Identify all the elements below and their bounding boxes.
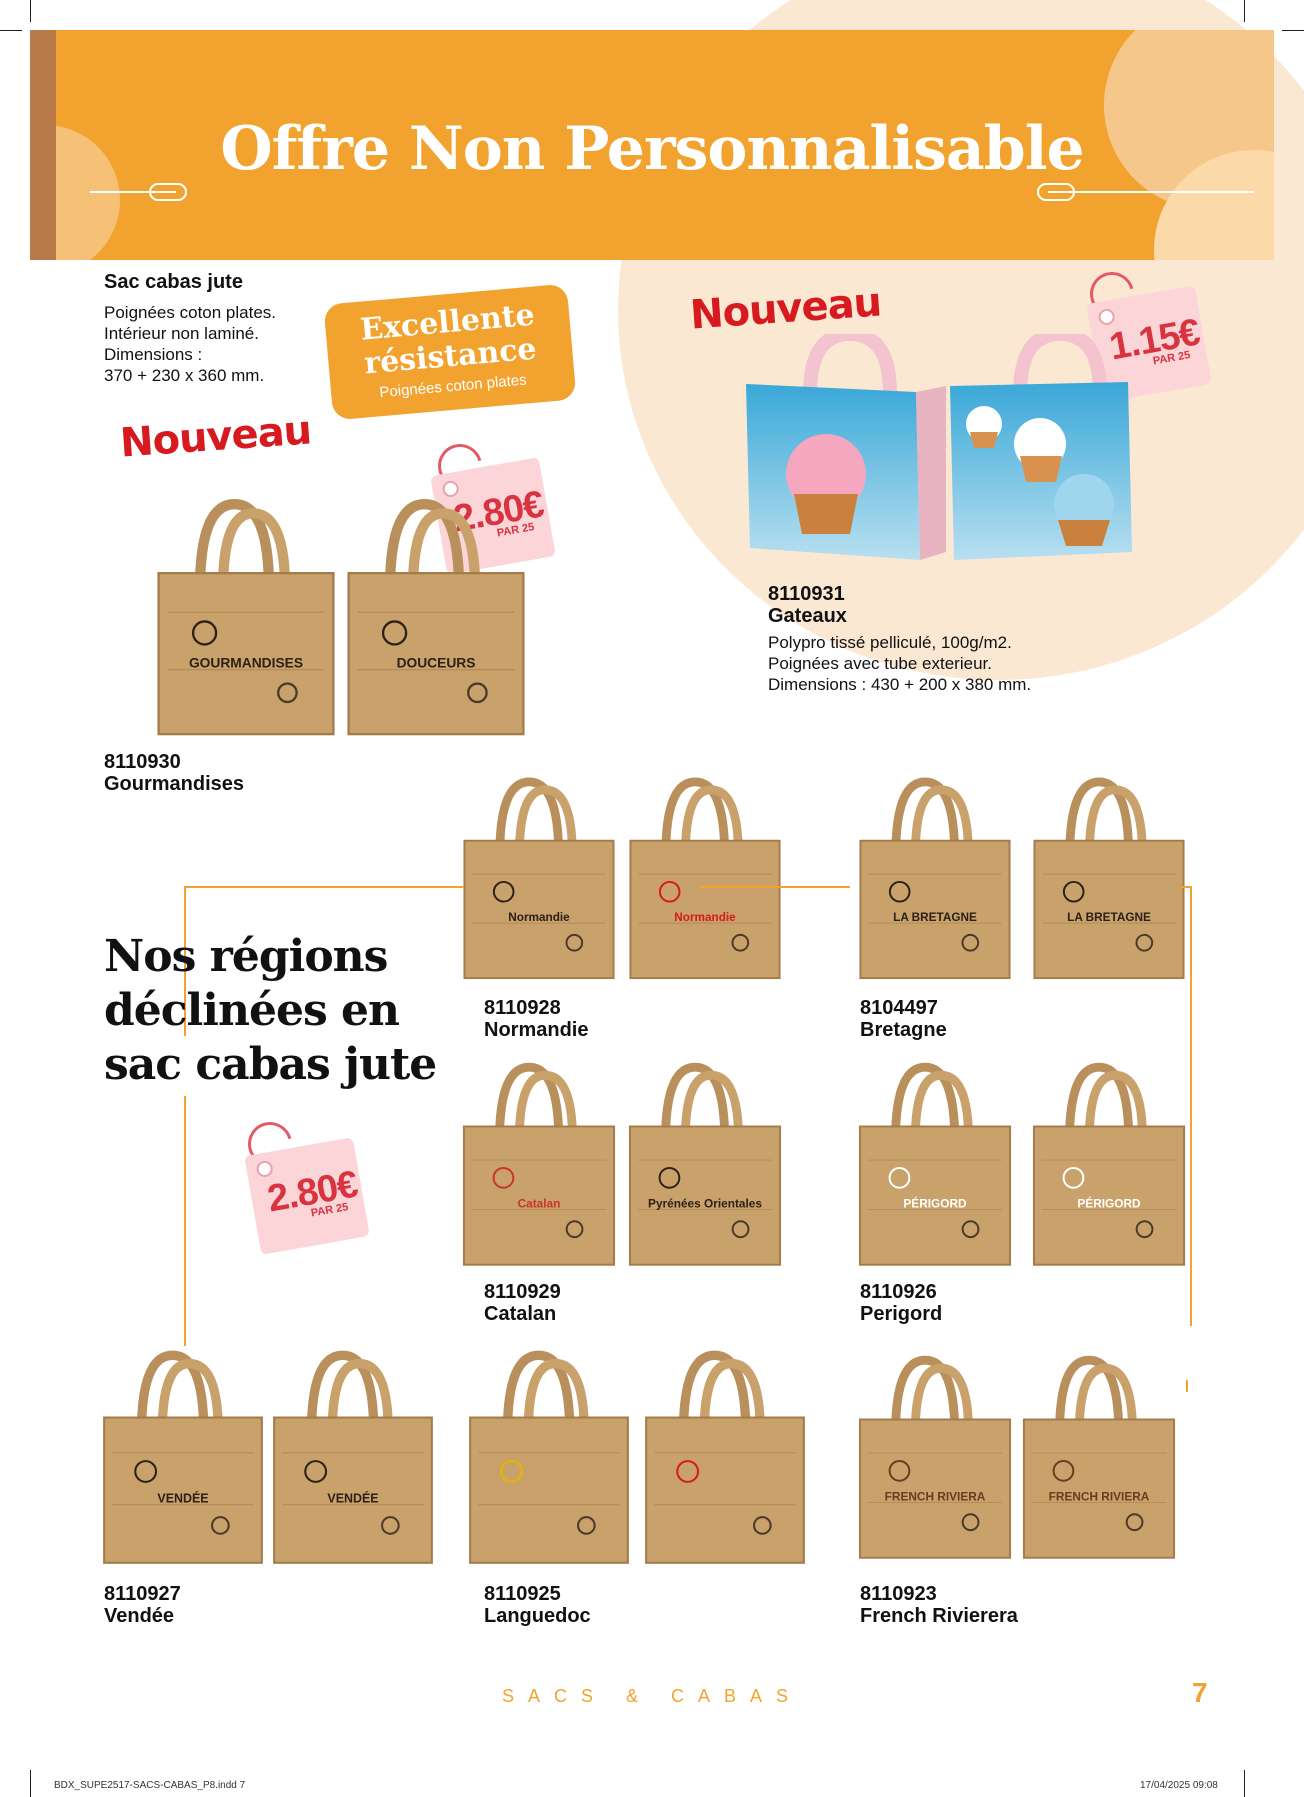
regions-frame [1180, 886, 1192, 888]
product-code: 8110931 [768, 583, 845, 605]
bag-print-label: Normandie [674, 911, 736, 924]
regions-frame [700, 886, 850, 888]
product-code: 8110930 [104, 751, 181, 773]
product-name: Languedoc [484, 1605, 591, 1627]
product-name: Vendée [104, 1605, 175, 1627]
gateaux-desc-3: Dimensions : 430 + 200 x 380 mm. [768, 675, 1032, 694]
product-name: Gourmandises [104, 773, 245, 795]
jute-bag-image: Normandie [629, 777, 781, 980]
regions-title-line-2: déclinées en [104, 985, 400, 1036]
regions-frame [184, 886, 186, 1036]
jute-bag-image: VENDÉE [273, 1350, 433, 1564]
jute-title: Sac cabas jute [104, 271, 243, 293]
jute-bag-image: FRENCH RIVIERA [1022, 1355, 1176, 1559]
jute-bag-image: LA BRETAGNE [1033, 777, 1185, 980]
regions-frame [1190, 886, 1192, 1326]
jute-bag-image: Catalan [462, 1062, 616, 1266]
crop-mark [1244, 0, 1245, 22]
resistance-badge: Excellente résistance Poignées coton pla… [323, 283, 577, 421]
gateaux-desc-2: Poignées avec tube exterieur. [768, 654, 992, 673]
jute-bag-image: DOUCEURS [347, 498, 525, 736]
slug-file: BDX_SUPE2517-SACS-CABAS_P8.indd 7 [54, 1780, 246, 1791]
product-name: French Rivierera [860, 1605, 1018, 1627]
jute-desc-2: Intérieur non laminé. [104, 324, 259, 343]
jute-bag-image: FRENCH RIVIERA [858, 1355, 1012, 1559]
jute-desc-1: Poignées coton plates. [104, 303, 277, 322]
jute-bag-image: PÉRIGORD [858, 1062, 1012, 1266]
crop-mark [30, 0, 31, 22]
bag-print-label: Pyrénées Orientales [648, 1196, 762, 1210]
product-code: 8110923 [860, 1583, 937, 1605]
bag-print-label: FRENCH RIVIERA [885, 1489, 986, 1503]
product-code: 8110928 [484, 997, 561, 1019]
jute-bag-image: LA BRETAGNE [859, 777, 1011, 980]
jute-bag-image: VENDÉE [103, 1350, 263, 1564]
bag-print-label: DOUCEURS [397, 655, 476, 670]
regions-frame [184, 1096, 186, 1346]
page-number: 7 [1192, 1677, 1208, 1708]
regions-title-line-1: Nos régions [104, 931, 388, 982]
jute-desc-4: 370 + 230 x 360 mm. [104, 366, 265, 385]
bag-print-label: VENDÉE [327, 1491, 378, 1506]
price-tag: 2.80€ PAR 25 [244, 1137, 370, 1255]
regions-frame [184, 886, 464, 888]
bag-print-label: Normandie [508, 911, 570, 924]
gateaux-desc-1: Polypro tissé pelliculé, 100g/m2. [768, 633, 1012, 652]
product-code: 8110929 [484, 1281, 561, 1303]
product-name: Perigord [860, 1303, 943, 1325]
crop-mark [30, 1770, 31, 1797]
bag-print-label: PÉRIGORD [1077, 1195, 1141, 1210]
bag-print-label: Catalan [518, 1196, 561, 1210]
bag-print-label: FRENCH RIVIERA [1049, 1489, 1150, 1503]
product-name: Normandie [484, 1019, 589, 1041]
ornament-right-icon [1037, 183, 1254, 201]
crop-mark [1244, 1770, 1245, 1797]
product-code: 8110926 [860, 1281, 937, 1303]
jute-bag-image: Pyrénées Orientales [628, 1062, 782, 1266]
bag-print-label: PÉRIGORD [903, 1195, 967, 1210]
bag-print-label: LA BRETAGNE [893, 911, 977, 924]
product-code: 8110927 [104, 1583, 181, 1605]
jute-bag-image [645, 1350, 805, 1564]
bag-print-label: LA BRETAGNE [1067, 911, 1151, 924]
bag-print-label: VENDÉE [157, 1491, 208, 1506]
jute-bag-image: GOURMANDISES [157, 498, 335, 736]
product-name: Bretagne [860, 1019, 947, 1041]
gateaux-bag-image [746, 334, 1132, 560]
product-name: Gateaux [768, 605, 847, 627]
jute-desc-3: Dimensions : [104, 345, 203, 364]
footer-section: SACS & CABAS [501, 1686, 803, 1706]
bag-print-label: GOURMANDISES [189, 655, 303, 670]
product-code: 8104497 [860, 997, 938, 1019]
product-code: 8110925 [484, 1583, 561, 1605]
regions-title-line-3: sac cabas jute [104, 1039, 437, 1090]
product-name: Catalan [484, 1303, 557, 1325]
jute-bag-image: Normandie [463, 777, 615, 980]
crop-mark [1282, 30, 1304, 31]
jute-bag-image: PÉRIGORD [1032, 1062, 1186, 1266]
page-title: Offre Non Personnalisable [220, 114, 1084, 184]
jute-bag-image [469, 1350, 629, 1564]
slug-date: 17/04/2025 09:08 [1140, 1780, 1218, 1791]
ornament-left-icon [90, 183, 187, 201]
regions-frame [1186, 1380, 1188, 1392]
regions-title: Nos régions déclinées en sac cabas jute [104, 930, 437, 1092]
crop-mark [0, 30, 22, 31]
header-band: Offre Non Personnalisable [30, 30, 1274, 260]
